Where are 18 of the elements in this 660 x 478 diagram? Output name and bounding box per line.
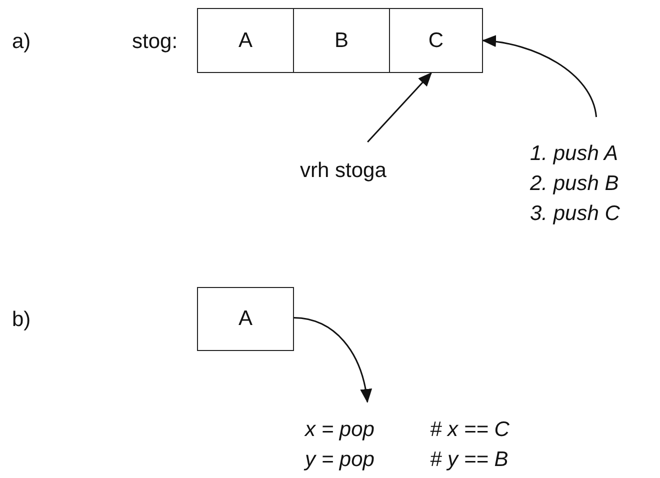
pointer-label-text: vrh stoga <box>300 158 386 184</box>
operation-step: 1. push A <box>530 139 618 169</box>
operation-step: 2. push B <box>530 169 619 199</box>
part-label: b) <box>12 308 31 332</box>
stack-cell: C <box>389 8 483 73</box>
code-text: x = pop <box>305 417 376 443</box>
arrow <box>367 72 432 142</box>
code-text: # x == C <box>430 417 510 443</box>
stack-cell: B <box>292 8 390 73</box>
stack-cell: A <box>197 287 294 351</box>
code-text: y = pop <box>305 447 376 473</box>
operation-step: 3. push C <box>530 199 620 229</box>
stack-name-label: stog: <box>132 30 178 54</box>
arrow <box>482 36 598 118</box>
stack-cell: A <box>197 8 294 73</box>
part-label: a) <box>12 30 31 54</box>
arrow <box>294 316 372 403</box>
code-text: # y == B <box>430 447 510 473</box>
